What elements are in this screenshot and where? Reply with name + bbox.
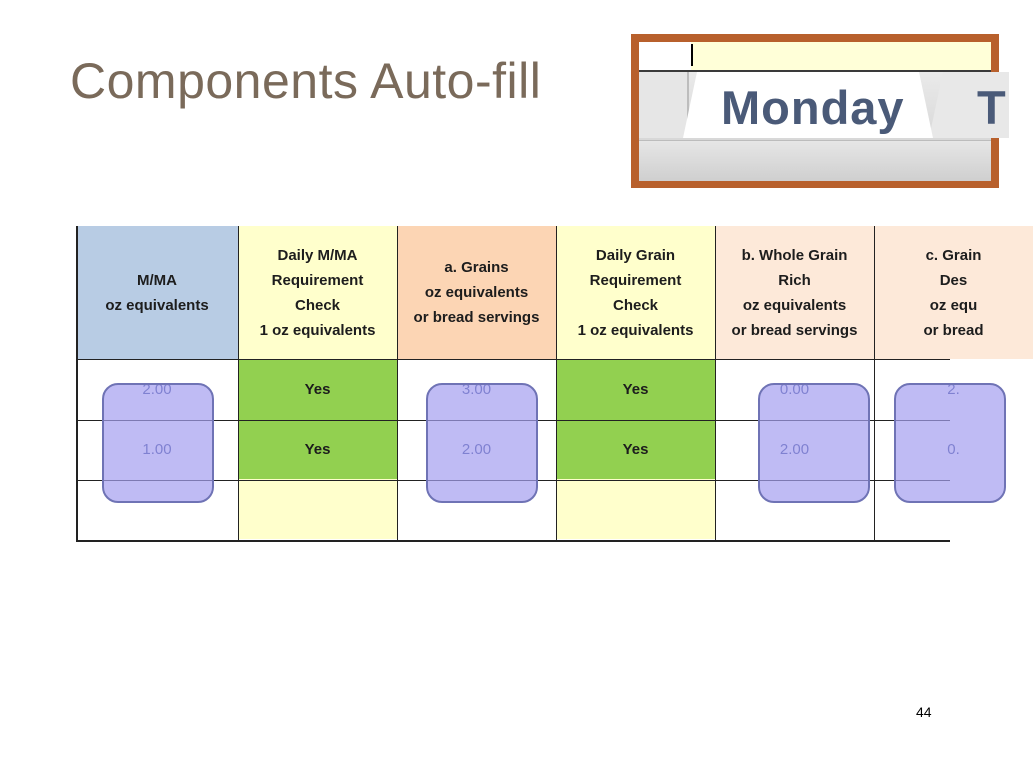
table-cell[interactable] (556, 479, 715, 539)
grid-line (76, 540, 950, 542)
header-line: oz equ (929, 296, 978, 314)
header-line: oz equivalents (742, 296, 847, 314)
header-line: Requirement (589, 271, 682, 289)
header-line: b. Whole Grain (741, 246, 848, 264)
grid-line (715, 226, 716, 542)
header-line: c. Grain (925, 246, 982, 264)
header-line: a. Grains (444, 259, 509, 276)
column-mma: M/MA oz equivalents 2.00 1.00 (76, 226, 238, 542)
page-number: 44 (916, 704, 932, 720)
table-cell[interactable]: Yes (556, 419, 715, 479)
header-line: Daily M/MA (277, 246, 358, 264)
text-cursor (691, 44, 693, 66)
grid-line (397, 226, 398, 542)
column-grains: a. Grains oz equivalents or bread servin… (397, 226, 556, 542)
header-mma[interactable]: M/MA oz equivalents (76, 226, 238, 359)
table-cell[interactable]: Yes (238, 359, 397, 419)
header-grain-desserts[interactable]: c. Grain Des oz equ or bread (874, 226, 1033, 359)
table-cell[interactable] (238, 479, 397, 539)
sheet-status-area (639, 140, 991, 181)
column-whole-grain-rich: b. Whole Grain Rich oz equivalents or br… (715, 226, 874, 542)
grid-line (238, 226, 239, 542)
header-grains[interactable]: a. Grains oz equivalents or bread servin… (397, 226, 556, 359)
header-line: 1 oz equivalents (259, 321, 376, 339)
autofill-highlight-whole-grain (758, 383, 870, 503)
slide-title: Components Auto-fill (70, 53, 542, 109)
sheet-tab-next-label: T (977, 81, 1006, 134)
column-daily-mma-check: Daily M/MA Requirement Check 1 oz equiva… (238, 226, 397, 542)
autofill-highlight-grains (426, 383, 538, 503)
autofill-highlight-desserts (894, 383, 1006, 503)
formula-bar[interactable] (639, 42, 991, 72)
grid-line (76, 226, 78, 542)
header-line: Check (612, 296, 659, 314)
name-box[interactable] (639, 42, 691, 70)
header-line: oz equivalents (424, 284, 529, 301)
grid-line (556, 226, 557, 542)
header-line: Requirement (271, 271, 364, 289)
component-grid: M/MA oz equivalents 2.00 1.00 Daily M/MA… (76, 226, 1033, 542)
header-line: 1 oz equivalents (577, 321, 694, 339)
sheet-tab-next[interactable] (929, 72, 1009, 138)
sheet-tab-previous[interactable] (639, 72, 689, 138)
header-whole-grain-rich[interactable]: b. Whole Grain Rich oz equivalents or br… (715, 226, 874, 359)
sheet-tab-monday[interactable] (683, 72, 933, 138)
header-line: Daily Grain (595, 246, 676, 264)
inset-viewport: Monday T (639, 42, 1009, 181)
autofill-highlight-mma (102, 383, 214, 503)
table-cell[interactable]: Yes (238, 419, 397, 479)
column-daily-grain-check: Daily Grain Requirement Check 1 oz equiv… (556, 226, 715, 542)
header-line: or bread servings (731, 321, 858, 339)
header-line: Rich (778, 271, 811, 289)
header-line: M/MA (136, 271, 177, 289)
grid-line (76, 359, 950, 360)
sheet-tab-bar: Monday T (639, 72, 1009, 140)
sheet-tab-inset: Monday T (631, 34, 1009, 188)
header-line: or bread servings (413, 309, 540, 326)
header-daily-mma-check[interactable]: Daily M/MA Requirement Check 1 oz equiva… (238, 226, 397, 359)
table-cell[interactable]: Yes (556, 359, 715, 419)
sheet-tab-monday-label: Monday (721, 81, 905, 134)
header-line: oz equivalents (105, 296, 209, 314)
header-line: Check (294, 296, 341, 314)
header-line: or bread (923, 321, 984, 339)
grid-line (874, 226, 875, 542)
header-line: Des (939, 271, 968, 289)
header-daily-grain-check[interactable]: Daily Grain Requirement Check 1 oz equiv… (556, 226, 715, 359)
